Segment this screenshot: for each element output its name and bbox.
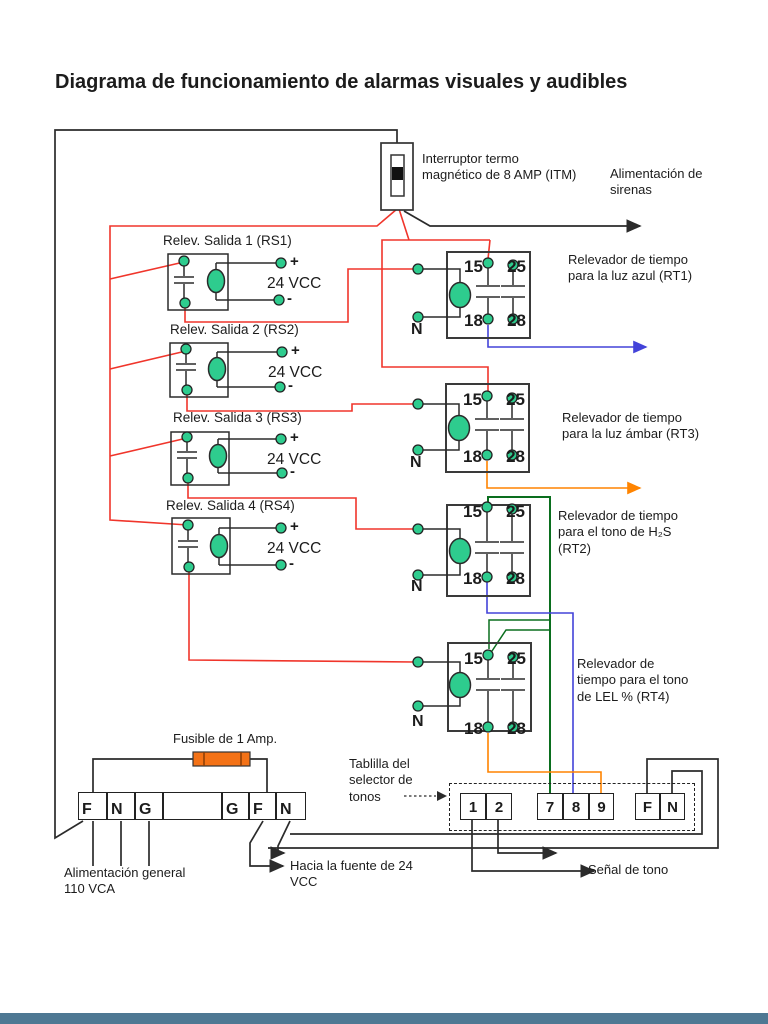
blue-wiring <box>486 325 648 793</box>
rt1-15: 15 <box>464 257 483 276</box>
rt2-28: 28 <box>506 569 525 588</box>
rt4-15: 15 <box>464 649 483 668</box>
rt3-18: 18 <box>463 447 482 466</box>
to-24vcc-source-label: Hacia la fuente de 24 VCC <box>290 858 413 890</box>
rt4-18: 18 <box>464 719 483 738</box>
itm-breaker <box>380 142 414 211</box>
rs-relay-coils <box>206 268 229 559</box>
tablilla-label: Tablilla del selector de tonos <box>349 756 413 804</box>
tablilla-cell-2: 2 <box>486 793 512 820</box>
tablilla-group-789: 7 8 9 <box>537 793 614 820</box>
fuse <box>192 751 251 767</box>
tablilla-cell-9: 9 <box>589 793 614 820</box>
rt1-18: 18 <box>464 311 483 330</box>
rt2-label: Relevador de tiempo para el tono de H₂S … <box>558 508 678 556</box>
rs1-minus: - <box>287 290 292 307</box>
tablilla-cell-7: 7 <box>537 793 563 820</box>
rs4-voltage: 24 VCC <box>267 540 322 557</box>
rt4-bottom-terminals: 18 28 <box>464 718 526 739</box>
rt4-neutral: N <box>412 713 424 730</box>
tablilla-cell-f: F <box>635 793 660 820</box>
rt1-neutral: N <box>411 321 423 338</box>
rs4-plus: + <box>290 518 299 535</box>
rs3-minus: - <box>290 463 295 480</box>
rt4-25: 25 <box>507 649 526 668</box>
rt1-25: 25 <box>507 257 526 276</box>
rs2-title: Relev. Salida 2 (RS2) <box>170 322 299 337</box>
strip-cell-g2: G <box>222 792 249 820</box>
rs1-voltage: 24 VCC <box>267 275 322 292</box>
rt2-bottom-terminals: 18 28 <box>463 568 525 589</box>
rt3-28: 28 <box>506 447 525 466</box>
strip-cell-blank <box>163 792 222 820</box>
rt2-18: 18 <box>463 569 482 588</box>
itm-label: Interruptor termo magnético de 8 AMP (IT… <box>422 151 577 183</box>
tablilla-cell-n: N <box>660 793 685 820</box>
strip-cell-n2: N <box>276 792 306 820</box>
strip-cell-n1: N <box>107 792 135 820</box>
mains-wiring <box>54 129 719 878</box>
tablilla-group-fn: F N <box>635 793 685 820</box>
rs3-plus: + <box>290 429 299 446</box>
tablilla-cell-1: 1 <box>460 793 486 820</box>
terminals <box>178 255 519 733</box>
rs2-plus: + <box>291 342 300 359</box>
strip-cell-g1: G <box>135 792 163 820</box>
rs1-plus: + <box>290 253 299 270</box>
rt3-label: Relevador de tiempo para la luz ámbar (R… <box>562 410 700 442</box>
strip-cell-f2: F <box>249 792 276 820</box>
tablilla-group-12: 1 2 <box>460 793 512 820</box>
rt-timer-coils <box>447 281 472 699</box>
rt-timer-internals <box>423 268 525 722</box>
rt2-top-terminals: 15 25 <box>463 501 525 522</box>
rs2-minus: - <box>288 377 293 394</box>
rt3-bottom-terminals: 18 28 <box>463 446 525 467</box>
tone-signal-label: Señal de tono <box>588 862 669 877</box>
rs1-title: Relev. Salida 1 (RS1) <box>163 233 292 248</box>
rt4-top-terminals: 15 25 <box>464 648 526 669</box>
rt3-top-terminals: 15 25 <box>463 389 525 410</box>
tablilla-dashed-outline <box>449 783 695 831</box>
rs3-title: Relev. Salida 3 (RS3) <box>173 410 302 425</box>
bottom-bar <box>0 1013 768 1024</box>
general-supply-label: Alimentación general 110 VCA <box>64 865 186 897</box>
rt4-label: Relevador de tiempo para el tono de LEL … <box>577 656 689 704</box>
rs4-minus: - <box>289 555 294 572</box>
page-title: Diagrama de funcionamiento de alarmas vi… <box>55 71 628 93</box>
rt2-25: 25 <box>506 502 525 521</box>
rt1-bottom-terminals: 18 28 <box>464 310 526 331</box>
rt1-28: 28 <box>507 311 526 330</box>
rs2-voltage: 24 VCC <box>268 364 323 381</box>
orange-wiring <box>486 461 642 793</box>
fuse-label: Fusible de 1 Amp. <box>173 731 278 746</box>
main-terminal-strip: F N G G F N <box>78 792 306 820</box>
rt2-neutral: N <box>411 578 423 595</box>
rs4-title: Relev. Salida 4 (RS4) <box>166 498 295 513</box>
rt4-28: 28 <box>507 719 526 738</box>
rt3-15: 15 <box>463 390 482 409</box>
rt1-label: Relevador de tiempo para la luz azul (RT… <box>568 252 693 284</box>
rs3-voltage: 24 VCC <box>267 451 322 468</box>
rt2-15: 15 <box>463 502 482 521</box>
rt3-neutral: N <box>410 454 422 471</box>
rt3-25: 25 <box>506 390 525 409</box>
rt1-top-terminals: 15 25 <box>464 256 526 277</box>
red-wiring <box>109 208 491 663</box>
tablilla-pointer-arrow <box>404 791 447 801</box>
sirens-label: Alimentación de sirenas <box>610 166 703 198</box>
strip-cell-f1: F <box>78 792 107 820</box>
tablilla-cell-8: 8 <box>563 793 589 820</box>
